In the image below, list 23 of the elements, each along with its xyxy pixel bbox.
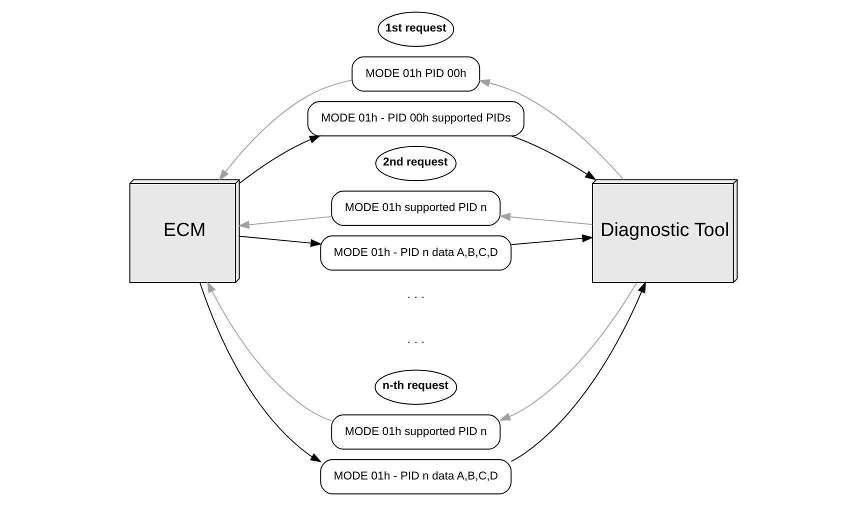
label: · · · [407, 336, 425, 348]
arrow [510, 234, 594, 246]
node-box: MODE 01h - PID 00h supported PIDs [307, 101, 524, 136]
arrow [218, 80, 352, 181]
arrow [499, 212, 593, 225]
arrow [199, 282, 322, 462]
arrow [238, 236, 322, 248]
arrow [478, 79, 624, 180]
node-ellipse: 1st request [378, 12, 454, 47]
node-ellipse: n-th request [374, 370, 458, 405]
arrow [510, 281, 646, 462]
node-box: MODE 01h - PID n data A,B,C,D [320, 459, 512, 494]
node-box: MODE 01h PID 00h [352, 56, 480, 92]
node-ellipse: 2nd request [375, 146, 457, 182]
arrow [238, 216, 332, 229]
arrow [499, 282, 638, 421]
arrow [239, 135, 321, 184]
label: · · · [407, 292, 425, 304]
arrow [206, 281, 332, 422]
node-box: MODE 01h supported PID n [331, 190, 501, 226]
node-box: MODE 01h - PID n data A,B,C,D [320, 235, 512, 271]
arrow [510, 136, 596, 180]
node-box: MODE 01h supported PID n [331, 414, 501, 450]
